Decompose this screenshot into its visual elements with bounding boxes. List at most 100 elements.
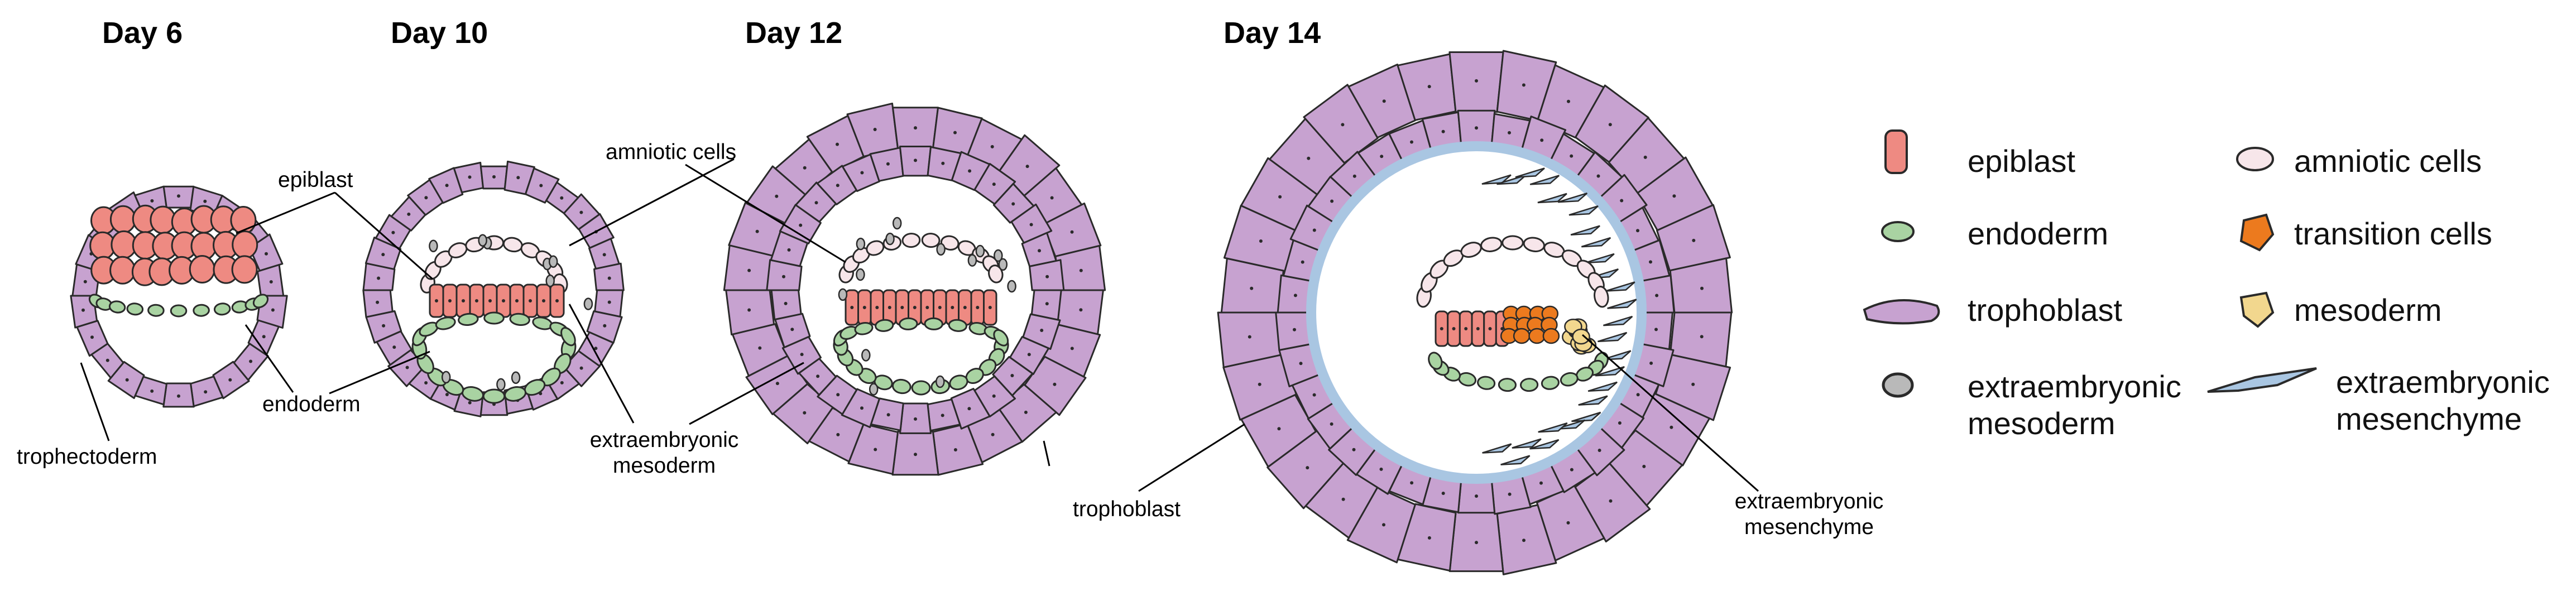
- trophectoderm-cell-nucleus: [269, 280, 273, 283]
- day10-trophoblast-cell-nucleus: [607, 300, 611, 304]
- day14-mesenchyme-cell: [1581, 237, 1611, 248]
- day14-mesenchyme-cell: [1500, 455, 1531, 465]
- day14-amniotic-cell: [1594, 286, 1609, 308]
- label-extraembryonic-mesenchyme-line2: mesenchyme: [1744, 515, 1874, 540]
- day12-trophoblast-outer-cell-nucleus: [1053, 382, 1057, 386]
- legend-extraembryonic-mesenchyme-line1: extraembryonic: [2336, 364, 2550, 400]
- day10-trophoblast-cell-nucleus: [376, 300, 380, 304]
- day14-trophoblast-outer-cell-nucleus: [1382, 99, 1386, 103]
- day12-epiblast-cell-nucleus: [888, 306, 891, 309]
- day12-trophoblast-outer-cell-nucleus: [1079, 268, 1083, 272]
- day14-mesenchyme-cell: [1482, 443, 1512, 454]
- day14-trophoblast-inner-cell-nucleus: [1380, 155, 1384, 158]
- day12-trophoblast-inner-cell-nucleus: [787, 248, 791, 252]
- day6-endoderm-cell: [170, 304, 188, 318]
- day14-trophoblast-outer-cell-nucleus: [1691, 382, 1695, 386]
- day10-trophoblast-cell-nucleus: [594, 347, 598, 350]
- day14-trophoblast-outer-cell-nucleus: [1259, 239, 1263, 243]
- day14-trophoblast-inner-cell-nucleus: [1655, 294, 1659, 297]
- day10-trophoblast-cell-nucleus: [405, 366, 409, 369]
- day12-epiblast-cell-nucleus: [925, 306, 929, 309]
- trophectoderm-cell-nucleus: [204, 390, 208, 394]
- day14-mesenchyme-cell: [1603, 315, 1633, 326]
- day14-trophoblast-inner-cell-nucleus: [1654, 328, 1658, 331]
- day14-trophoblast-inner-cell-nucleus: [1636, 229, 1639, 233]
- day14-trophoblast-outer-cell-nucleus: [1700, 286, 1704, 290]
- legend-extraembryonic-mesoderm-line2: mesoderm: [1968, 406, 2116, 441]
- day14-trophoblast-inner-cell-nucleus: [1649, 260, 1652, 264]
- day10-endoderm-top-cell: [458, 313, 479, 326]
- day14-trophoblast-inner-cell-nucleus: [1475, 126, 1478, 130]
- day12-trophoblast-outer-cell-nucleus: [1025, 165, 1029, 169]
- trophectoderm-cell: [256, 264, 285, 297]
- day14-endoderm-cell: [1458, 372, 1477, 387]
- day10-trophoblast-cell-nucleus: [607, 276, 611, 280]
- day14-trophoblast-inner-cell-nucleus: [1649, 361, 1653, 365]
- day12-trophoblast-outer-cell-nucleus: [755, 229, 759, 233]
- day12-trophoblast-inner-cell-nucleus: [886, 162, 890, 166]
- day14-endoderm-cell: [1541, 376, 1560, 390]
- legend-amniotic-swatch: [2236, 147, 2274, 171]
- day10-trophoblast-cell-nucleus: [391, 230, 395, 234]
- day12-trophoblast-outer-cell-nucleus: [775, 382, 779, 386]
- trophectoderm-cell-nucleus: [262, 335, 266, 339]
- day14-mesenchyme-cell: [1595, 366, 1625, 377]
- day10-epiblast-cell-nucleus: [542, 299, 545, 302]
- day12-epiblast-cell-nucleus: [951, 306, 954, 309]
- day10-trophoblast-cell-nucleus: [424, 381, 428, 384]
- day12-epiblast-cell-nucleus: [900, 306, 904, 309]
- day12-epiblast-cell-nucleus: [850, 306, 854, 309]
- day14-mesenchyme-cell: [1557, 193, 1588, 203]
- day14-transition-cell: [1513, 328, 1531, 344]
- day14-trophoblast-inner-cell-nucleus: [1293, 328, 1296, 331]
- day10-trophoblast-cell-nucleus: [516, 176, 520, 180]
- day14-trophoblast-outer-cell-nucleus: [1341, 123, 1345, 127]
- day14-mesenchyme-cell: [1585, 253, 1615, 264]
- day14-trophoblast-outer-cell-nucleus: [1700, 335, 1704, 339]
- day12-endoderm-top-cell: [899, 317, 918, 330]
- legend-endoderm: endoderm: [1968, 216, 2109, 251]
- day12-endoderm-top-cell: [924, 317, 943, 330]
- day10-trophoblast-cell-nucleus: [539, 184, 543, 188]
- day12-endoderm-top-cell: [854, 322, 874, 335]
- day12-trophoblast-outer-cell-nucleus: [914, 453, 917, 456]
- day12-trophoblast-inner-cell-nucleus: [1038, 249, 1041, 253]
- day14-endoderm-cell: [1520, 378, 1539, 392]
- day10-epiblast-cell-nucleus: [488, 299, 492, 302]
- day14-trophoblast-inner-cell-nucleus: [1441, 492, 1445, 495]
- day12-trophoblast-outer-cell-nucleus: [758, 346, 762, 350]
- day12-extraembryonic-mesoderm-cell: [861, 349, 871, 362]
- day12-epiblast-cell-nucleus: [988, 306, 992, 309]
- day14-mesenchyme-cell: [1512, 438, 1542, 449]
- day12-trophoblast-outer-cell-nucleus: [836, 142, 839, 146]
- trophectoderm-cell-nucleus: [249, 359, 253, 363]
- day10-trophoblast-cell-nucleus: [392, 345, 396, 349]
- day14-trophoblast-inner-cell-nucleus: [1618, 421, 1622, 425]
- line-exmes-d14: [1582, 334, 1759, 492]
- day10-endoderm-top-cell: [509, 313, 530, 326]
- day14-trophoblast-outer-cell-nucleus: [1566, 521, 1570, 525]
- day12-epiblast-cell-nucleus: [976, 306, 980, 309]
- day10-extraembryonic-mesoderm-cell: [545, 275, 555, 287]
- day14-mesenchyme-cell: [1607, 299, 1637, 309]
- legend-icons: [1863, 129, 2317, 398]
- day14-mesenchyme-lining: [1306, 141, 1647, 484]
- day14-trophoblast-outer-cell-nucleus: [1643, 155, 1647, 159]
- legend-exm-mesoderm-swatch: [1882, 372, 1914, 398]
- day14-trophoblast-outer-cell-nucleus: [1475, 541, 1478, 545]
- day14-trophoblast-outer-cell: [1303, 84, 1379, 164]
- day12-trophoblast-inner-cell-nucleus: [1010, 374, 1014, 377]
- legend-mesoderm-swatch: [2239, 291, 2275, 328]
- day14-mesenchyme-cell: [1570, 225, 1600, 235]
- day10-trophoblast-cell-nucleus: [492, 175, 496, 179]
- line-endoderm-d6: [244, 324, 294, 393]
- day12-trophoblast-inner-cell-nucleus: [914, 417, 917, 421]
- day12-trophoblast-outer-cell-nucleus: [991, 432, 995, 436]
- day14-trophoblast-outer-cell: [1656, 204, 1731, 272]
- day6-endoderm-cell: [126, 302, 144, 316]
- day10-endoderm-cell: [482, 388, 506, 404]
- day12-title: Day 12: [745, 16, 843, 50]
- label-extraembryonic-mesoderm-line1: extraembryonic: [589, 428, 739, 452]
- day12-extraembryonic-mesoderm-cell: [936, 243, 946, 256]
- day12-trophoblast-outer-cell-nucleus: [990, 145, 994, 148]
